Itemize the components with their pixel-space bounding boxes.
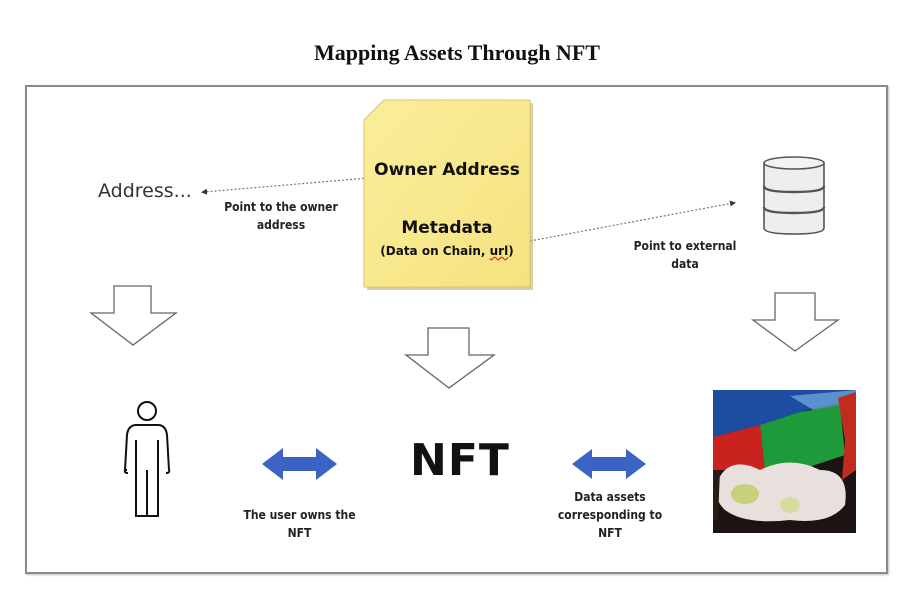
metadata-label: Metadata bbox=[401, 218, 493, 238]
database-icon bbox=[762, 156, 826, 235]
nft-card bbox=[363, 99, 531, 288]
owner-pointer-caption: Point to the owner address bbox=[206, 198, 356, 234]
data-assets-caption-line1: Data assets bbox=[574, 490, 646, 504]
metadata-detail-prefix: (Data on Chain, bbox=[380, 244, 490, 258]
external-pointer-caption-line1: Point to external bbox=[633, 239, 737, 253]
owner-address-placeholder: Address... bbox=[98, 180, 192, 202]
user-owns-double-arrow bbox=[262, 448, 337, 480]
metadata-detail-suffix: ) bbox=[508, 244, 514, 258]
down-arrow-center bbox=[404, 327, 496, 389]
owner-pointer-caption-line1: Point to the owner bbox=[224, 200, 338, 214]
metadata-detail-url: url bbox=[489, 244, 509, 258]
data-assets-caption-line3: NFT bbox=[598, 526, 622, 540]
person-icon bbox=[123, 401, 171, 517]
down-arrow-left bbox=[89, 285, 178, 346]
user-owns-caption: The user owns the NFT bbox=[222, 506, 377, 542]
owner-pointer-line bbox=[201, 177, 369, 195]
owner-pointer-caption-line2: address bbox=[256, 218, 306, 232]
user-owns-caption-line1: The user owns the bbox=[243, 508, 356, 522]
user-owns-caption-line2: NFT bbox=[287, 526, 312, 540]
external-pointer-caption: Point to external data bbox=[610, 237, 760, 273]
metadata-detail: (Data on Chain, url) bbox=[364, 244, 530, 258]
diagram-title: Mapping Assets Through NFT bbox=[314, 40, 600, 65]
nft-card-content: Owner Address Metadata (Data on Chain, u… bbox=[364, 103, 530, 287]
owner-address-label: Owner Address bbox=[374, 160, 520, 180]
external-pointer-line bbox=[529, 200, 736, 242]
external-pointer-caption-line2: data bbox=[671, 257, 699, 271]
down-arrow-right bbox=[751, 292, 841, 352]
data-assets-double-arrow bbox=[572, 449, 646, 479]
artwork-image bbox=[713, 390, 856, 533]
data-assets-caption: Data assets corresponding to NFT bbox=[540, 488, 680, 542]
data-assets-caption-line2: corresponding to bbox=[557, 508, 663, 522]
nft-label: NFT bbox=[410, 435, 510, 486]
